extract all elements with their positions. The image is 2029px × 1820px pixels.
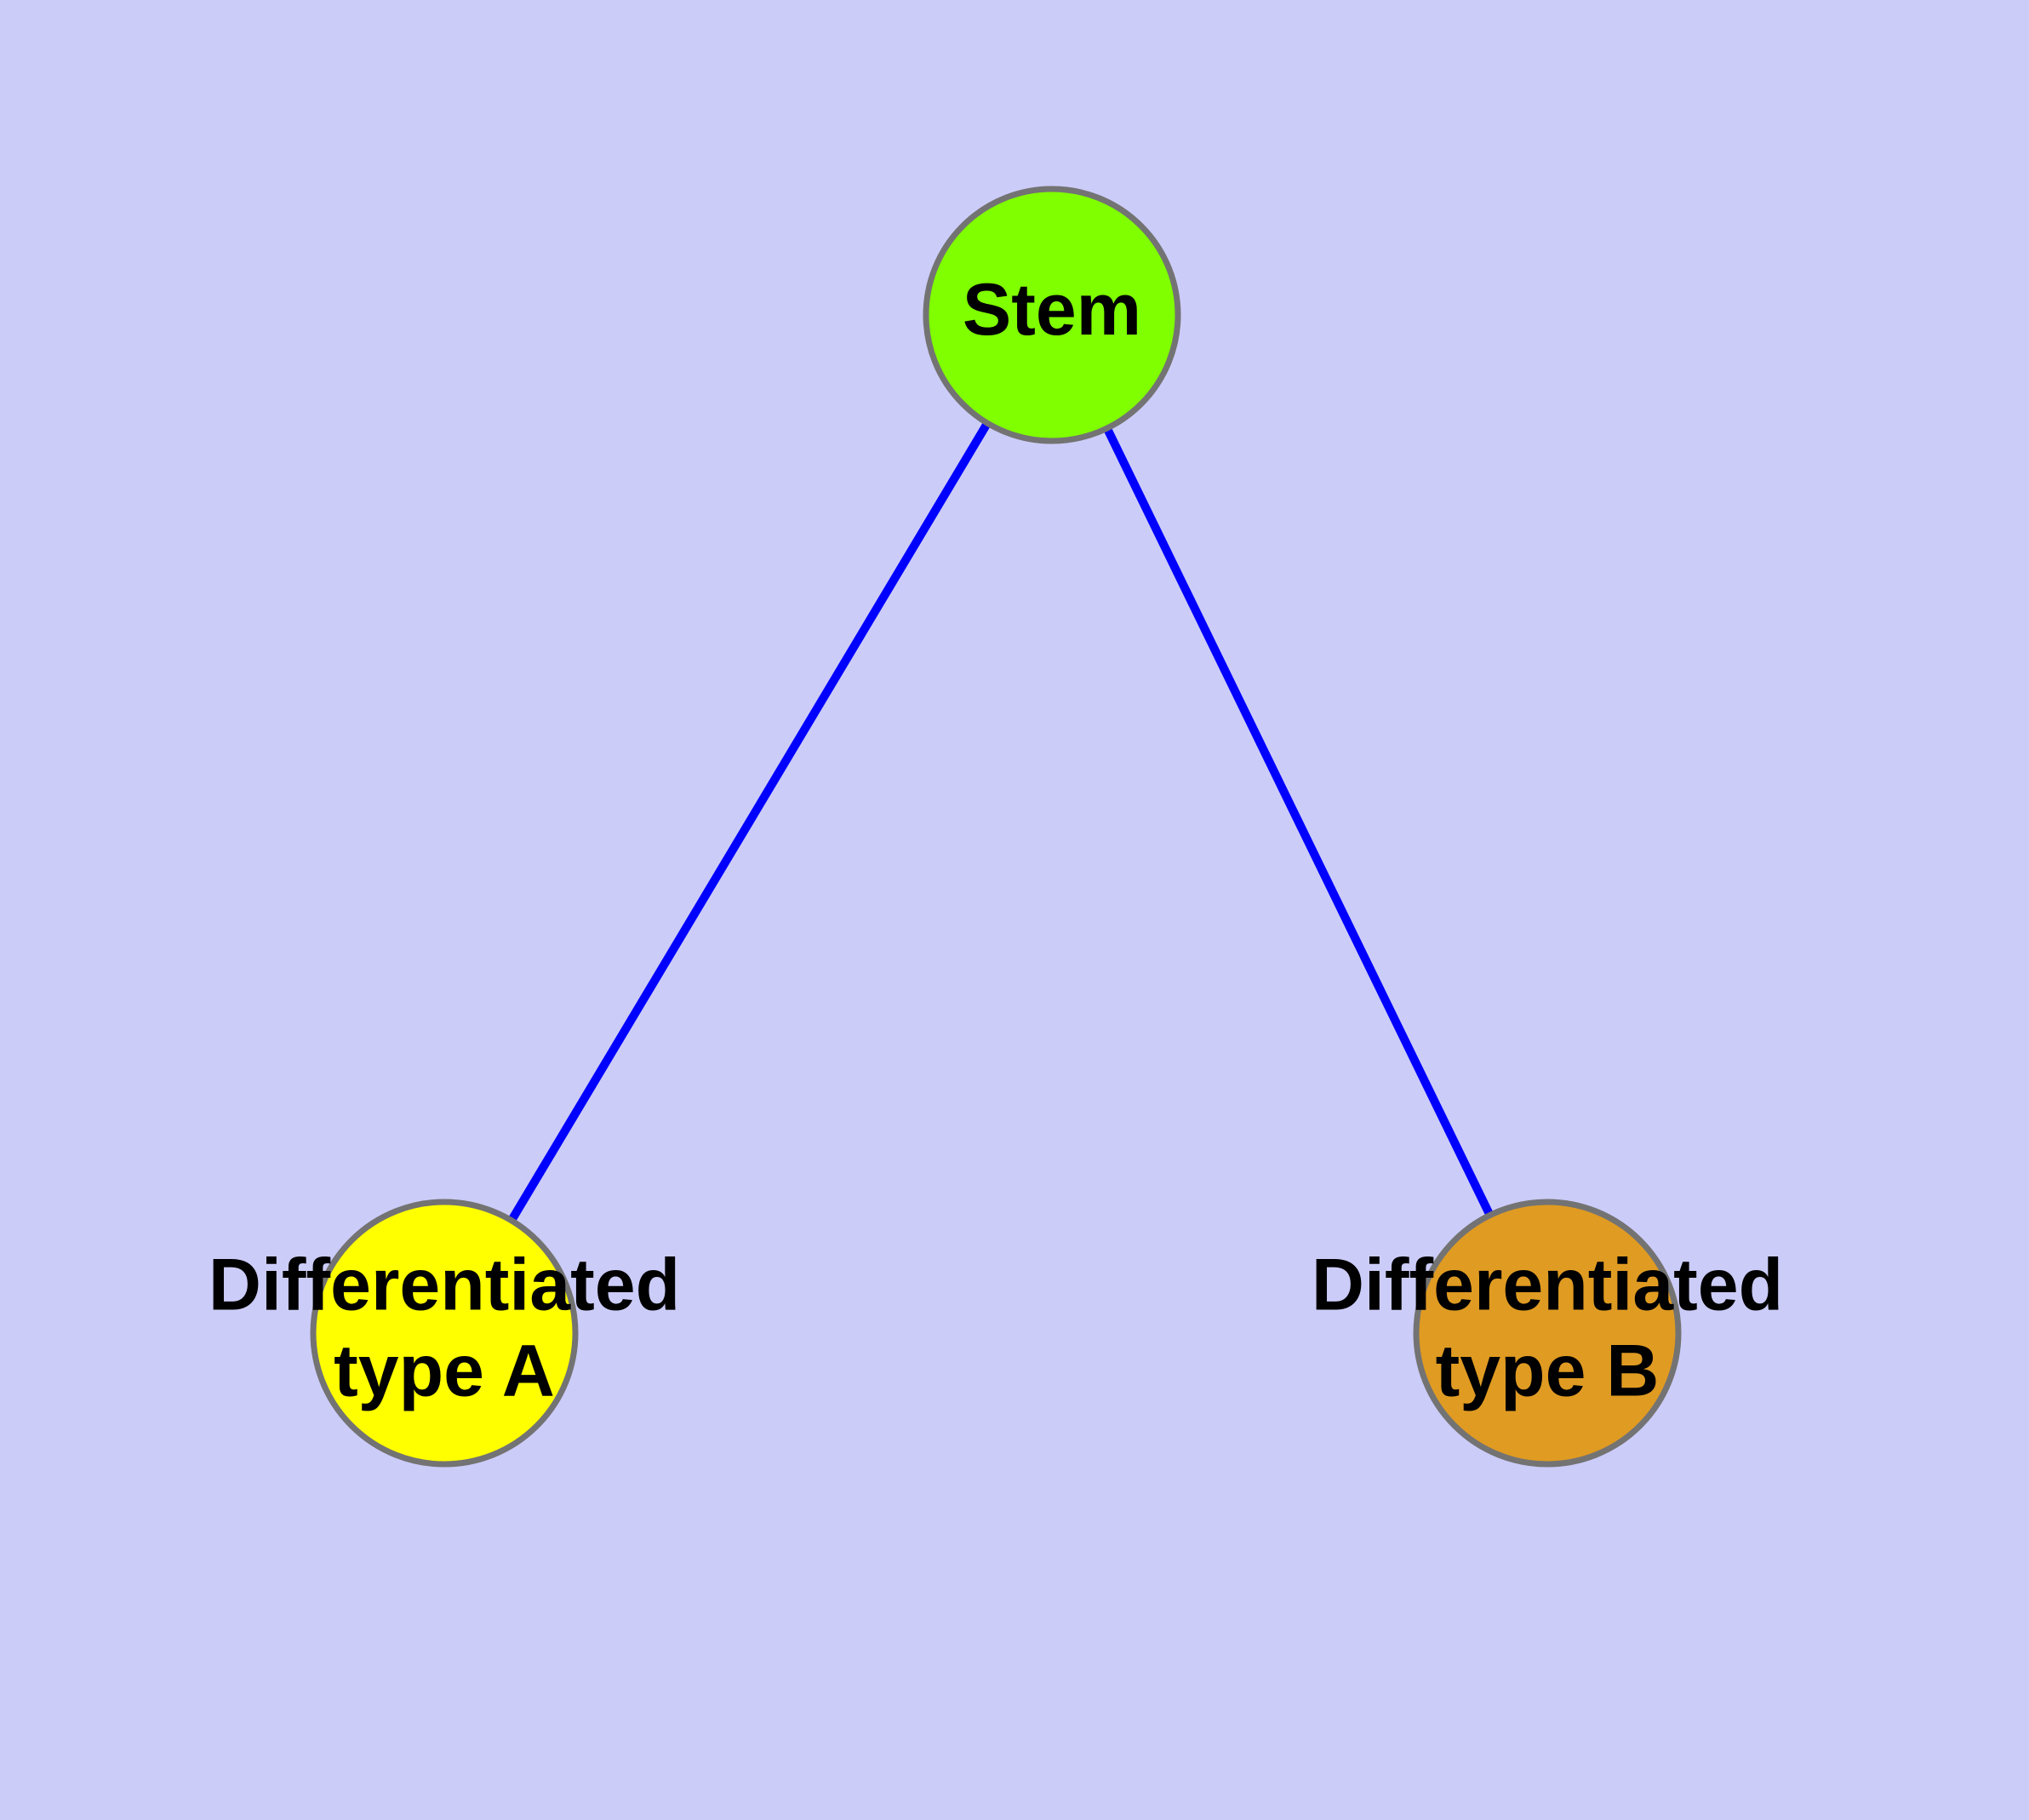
node-differentiated-type-a[interactable] bbox=[310, 1199, 579, 1468]
node-differentiated-type-a-circle[interactable] bbox=[310, 1199, 579, 1468]
edge-stem-to-differentiated-type-b[interactable] bbox=[1048, 312, 1552, 1336]
nodes-layer bbox=[310, 186, 1682, 1468]
edges-layer bbox=[440, 312, 1552, 1336]
node-differentiated-type-b[interactable] bbox=[1413, 1199, 1682, 1468]
node-stem-circle[interactable] bbox=[923, 186, 1181, 444]
node-differentiated-type-b-circle[interactable] bbox=[1413, 1199, 1682, 1468]
edge-stem-to-differentiated-type-a[interactable] bbox=[440, 312, 1056, 1336]
node-stem-label: Stem bbox=[963, 269, 1141, 351]
node-stem[interactable] bbox=[923, 186, 1181, 444]
